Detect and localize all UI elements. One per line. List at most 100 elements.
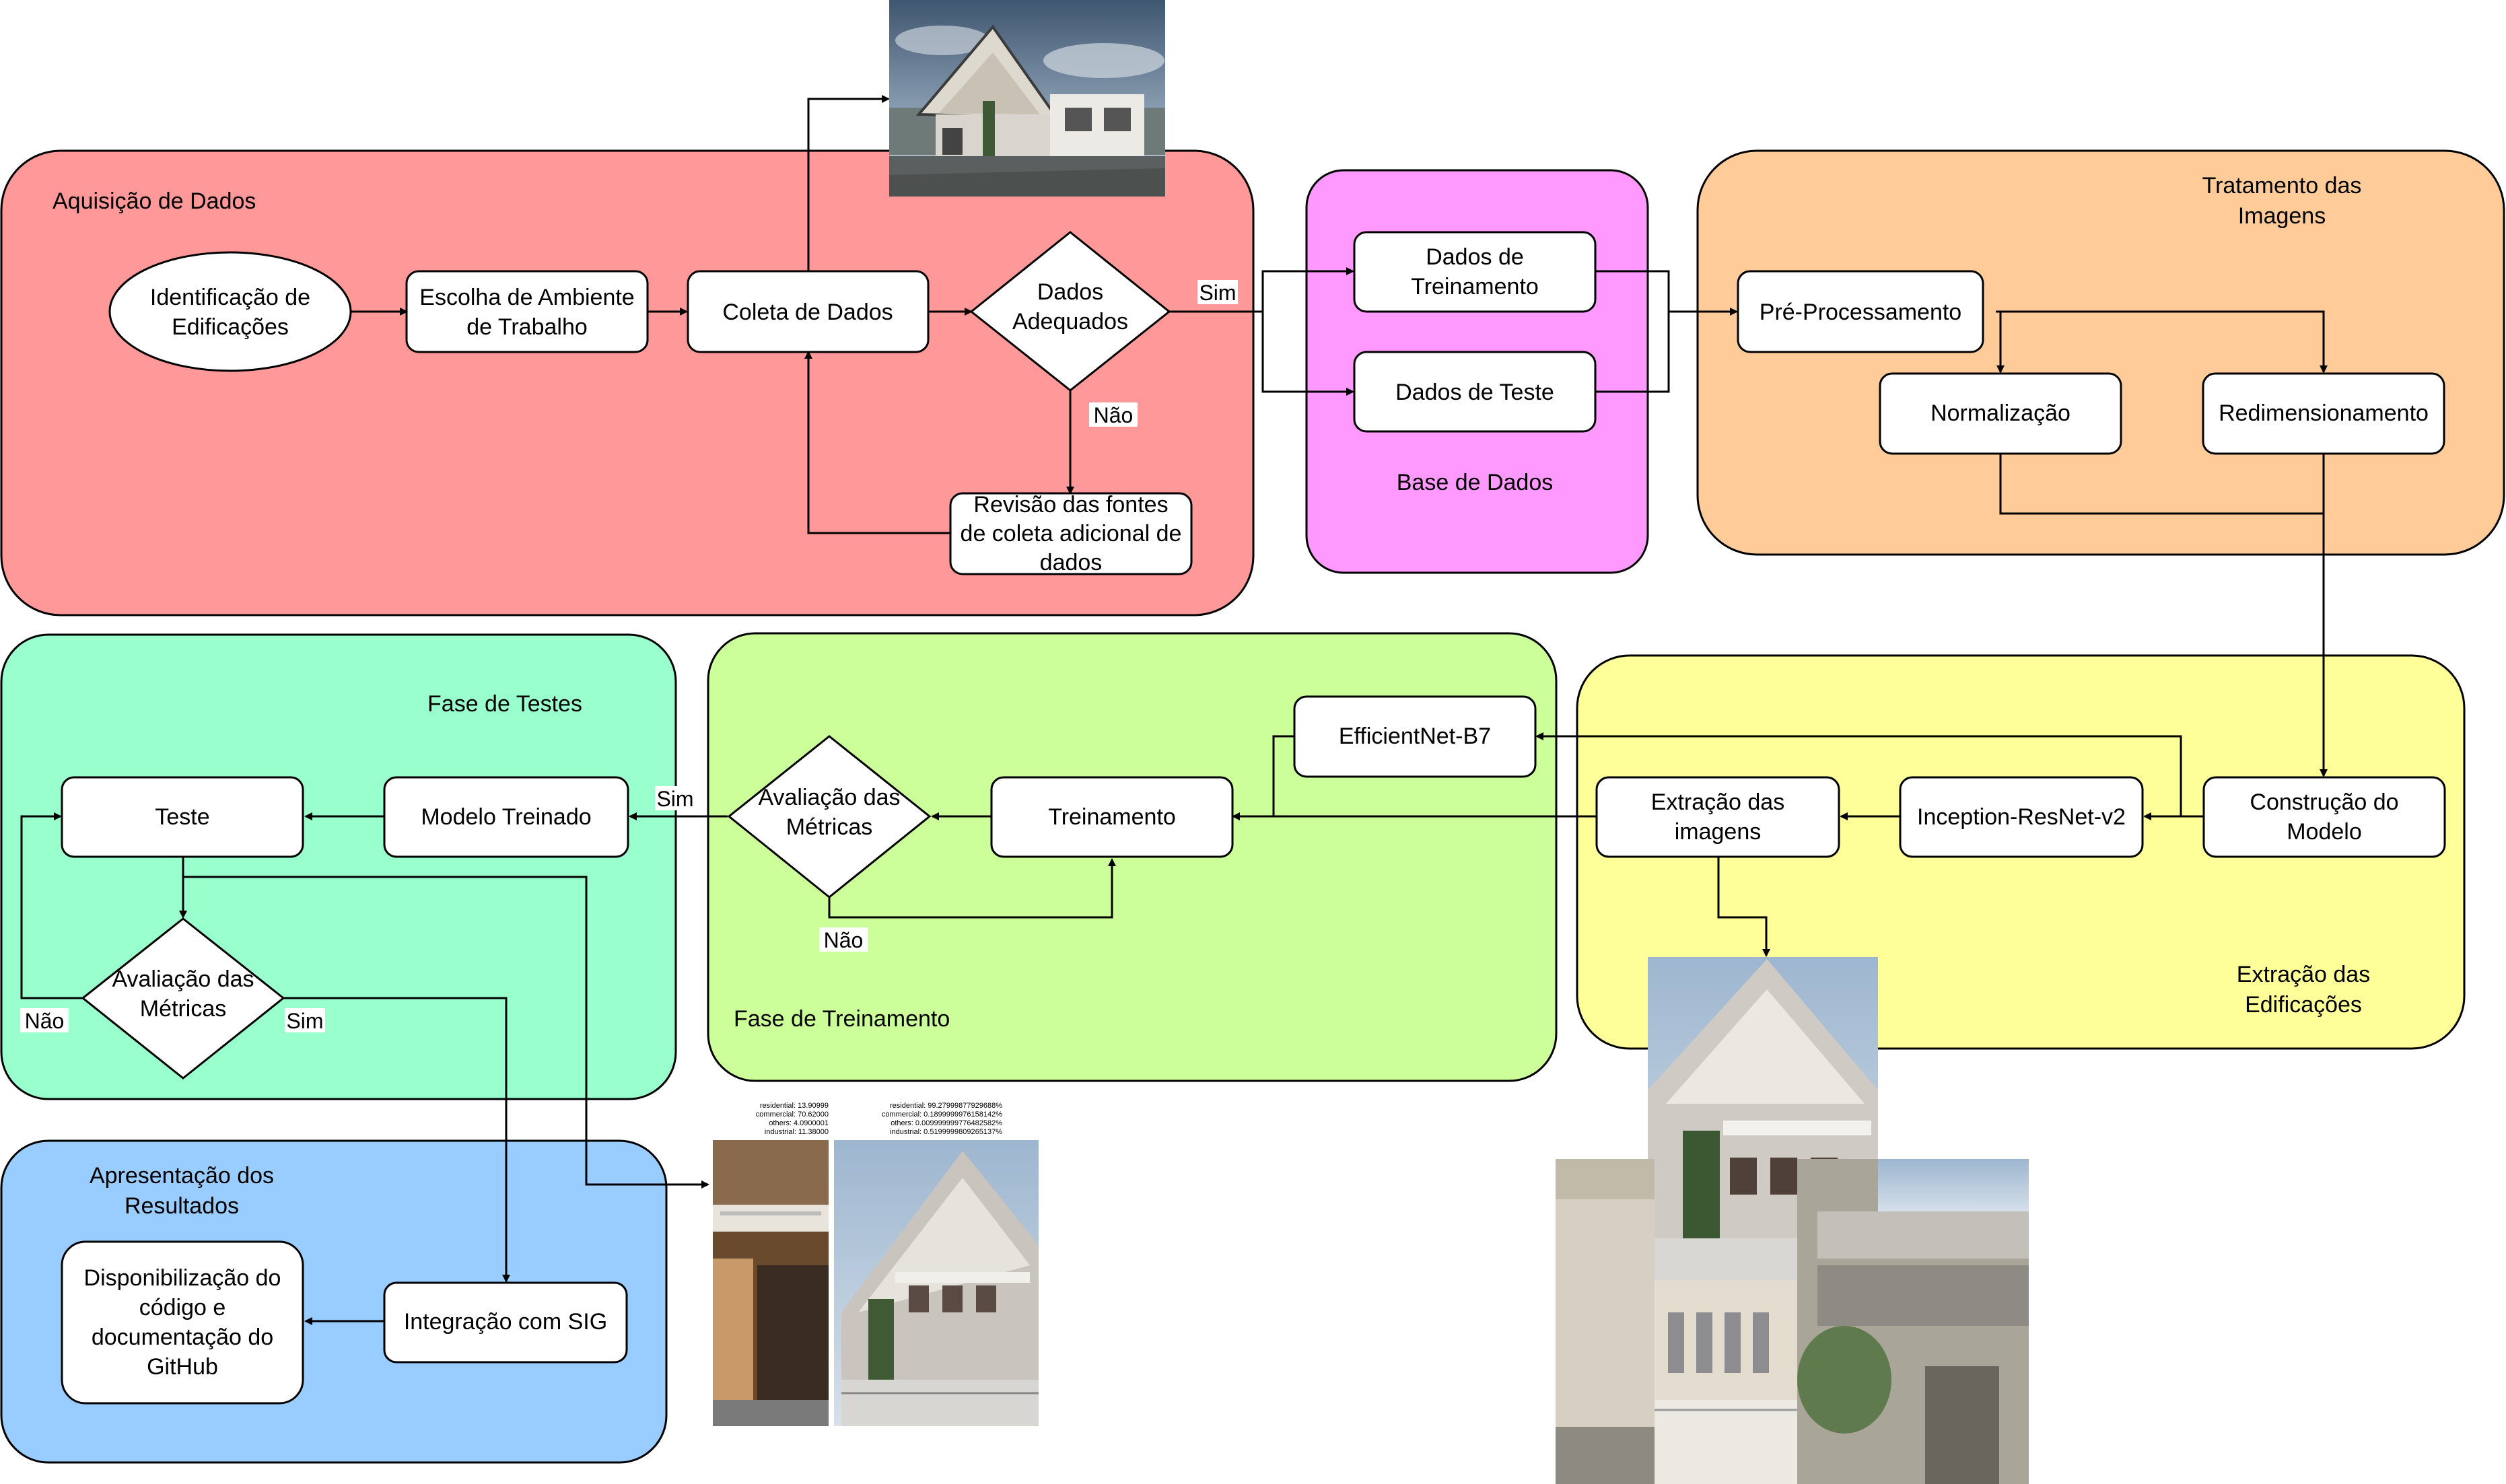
svg-text:Treinamento: Treinamento: [1411, 274, 1539, 299]
svg-text:Redimensionamento: Redimensionamento: [2219, 400, 2429, 426]
node-treinamento[interactable]: Treinamento: [990, 776, 1234, 858]
region-base-title: Base de Dados: [1397, 470, 1554, 495]
svg-text:EfficientNet-B7: EfficientNet-B7: [1339, 723, 1491, 749]
svg-text:Dados: Dados: [1037, 279, 1103, 305]
result-photo-left: residential: 13.90999 commercial: 70.620…: [713, 1102, 829, 1426]
prediction-left-others: others: 4.0900001: [769, 1119, 829, 1127]
node-dados-de-treinamento[interactable]: Dados de Treinamento: [1353, 231, 1597, 313]
svg-text:Treinamento: Treinamento: [1048, 804, 1176, 830]
region-aquisicao-title: Aquisição de Dados: [53, 188, 256, 214]
node-extracao-das-imagens[interactable]: Extração das imagens: [1595, 776, 1840, 858]
node-teste[interactable]: Teste: [61, 776, 304, 858]
node-identificacao-de-edificacoes[interactable]: Identificação de Edificações: [108, 251, 352, 372]
svg-text:Dados de: Dados de: [1426, 244, 1524, 270]
edge-coleta-foto: [807, 95, 890, 271]
svg-text:Construção do: Construção do: [2250, 789, 2398, 815]
node-redimensionamento[interactable]: Redimensionamento: [2202, 372, 2445, 455]
region-resultados-title-line1: Apresentação dos: [90, 1163, 274, 1189]
svg-text:Inception-ResNet-v2: Inception-ResNet-v2: [1917, 804, 2126, 830]
prediction-left-commercial: commercial: 70.62000: [756, 1110, 829, 1119]
svg-text:Dados de Teste: Dados de Teste: [1395, 380, 1554, 405]
prediction-right-commercial: commercial: 0.1899999976158142%: [882, 1110, 1002, 1119]
node-coleta-de-dados[interactable]: Coleta de Dados: [687, 270, 930, 353]
svg-text:de Trabalho: de Trabalho: [466, 314, 588, 340]
edge-label-nao-adequados: Não: [1094, 403, 1134, 427]
prediction-right-industrial: industrial: 0.5199999809265137%: [890, 1128, 1002, 1136]
node-efficientnet-b7[interactable]: EfficientNet-B7: [1293, 695, 1537, 778]
svg-text:Revisão das fontes: Revisão das fontes: [973, 492, 1168, 518]
region-testes-title: Fase de Testes: [427, 691, 582, 717]
svg-text:Pré-Processamento: Pré-Processamento: [1760, 299, 1961, 325]
region-fase-de-testes: Fase de Testes: [0, 633, 677, 1100]
result-photo-right: residential: 99.27999877929688% commerci…: [834, 1102, 1039, 1426]
prediction-right-others: others: 0.009999999776482582%: [891, 1119, 1002, 1127]
node-modelo-treinado[interactable]: Modelo Treinado: [383, 776, 629, 858]
prediction-right-residential: residential: 99.27999877929688%: [890, 1102, 1002, 1110]
edge-adequados-teste: [1261, 312, 1354, 396]
svg-text:Normalização: Normalização: [1930, 400, 2070, 426]
svg-text:Teste: Teste: [155, 804, 209, 830]
node-dados-de-teste[interactable]: Dados de Teste: [1353, 351, 1597, 433]
region-tratamento-title-line1: Tratamento das: [2202, 173, 2362, 199]
svg-text:código e: código e: [139, 1295, 226, 1320]
house-photo-top: [889, 0, 1165, 197]
edges: [20, 95, 2328, 1325]
node-pre-processamento[interactable]: Pré-Processamento: [1737, 270, 1984, 353]
edge-treinamento-pre: [1595, 270, 1738, 316]
edge-normalizacao-construcao: [1999, 454, 2324, 515]
region-treinamento-title: Fase de Treinamento: [734, 1006, 950, 1032]
svg-text:Métricas: Métricas: [786, 814, 872, 840]
edge-label-sim-treino: Sim: [656, 787, 693, 811]
svg-text:Integração com SIG: Integração com SIG: [404, 1309, 607, 1335]
node-avaliacao-das-metricas-treino[interactable]: Avaliação das Métricas: [727, 735, 932, 898]
edge-construcao-efficientnet: [1535, 732, 2182, 816]
node-revisao-das-fontes[interactable]: Revisão das fontes de coleta adicional d…: [949, 492, 1193, 575]
edge-label-sim-teste: Sim: [286, 1009, 323, 1033]
extracted-photo-middle: [1655, 1280, 1797, 1484]
edge-efficientnet-treinamento: [1272, 735, 1294, 816]
edge-teste-pre: [1595, 312, 1670, 393]
edge-avaliacao-teste-nao: [20, 812, 83, 999]
node-disponibilizacao[interactable]: Disponibilização do código e documentaçã…: [61, 1240, 304, 1405]
region-resultados-title-line2: Resultados: [125, 1193, 239, 1219]
svg-text:Avaliação das: Avaliação das: [758, 785, 900, 810]
svg-text:Adequados: Adequados: [1012, 309, 1128, 334]
edge-label-nao-teste: Não: [25, 1009, 65, 1033]
edge-pre-redimensionamento: [1996, 310, 2328, 374]
node-escolha-de-ambiente[interactable]: Escolha de Ambiente de Trabalho: [405, 270, 649, 353]
svg-text:Extração das: Extração das: [1651, 789, 1784, 815]
extracted-photo-left: [1556, 1159, 1655, 1484]
svg-text:Disponibilização do: Disponibilização do: [84, 1265, 281, 1291]
region-aquisicao-bg: [0, 149, 1255, 616]
svg-text:Modelo Treinado: Modelo Treinado: [421, 804, 591, 830]
edge-extracao-fotos: [1717, 857, 1770, 957]
svg-text:Identificação de: Identificação de: [150, 285, 310, 310]
svg-text:Edificações: Edificações: [172, 314, 289, 340]
svg-text:Escolha de Ambiente: Escolha de Ambiente: [419, 285, 634, 310]
svg-text:de coleta adicional de: de coleta adicional de: [961, 521, 1182, 546]
region-aquisicao-de-dados: Aquisição de Dados: [0, 149, 1255, 616]
node-construcao-do-modelo[interactable]: Construção do Modelo: [2202, 776, 2446, 858]
edge-teste-resultados: [183, 876, 709, 1189]
svg-text:documentação do: documentação do: [92, 1324, 273, 1350]
edge-adequados-treinamento: [1169, 267, 1354, 313]
svg-text:Modelo: Modelo: [2287, 819, 2362, 845]
svg-text:imagens: imagens: [1675, 819, 1762, 845]
region-extracao-title-line2: Edificações: [2245, 992, 2362, 1018]
edge-revisao-coleta: [804, 351, 950, 534]
node-dados-adequados[interactable]: Dados Adequados: [969, 231, 1171, 392]
node-integracao-com-sig[interactable]: Integração com SIG: [383, 1281, 628, 1364]
svg-text:Avaliação das: Avaliação das: [112, 966, 254, 992]
extracted-photo-right: [1797, 1159, 2029, 1484]
node-inception-resnet-v2[interactable]: Inception-ResNet-v2: [1899, 776, 2144, 858]
edge-labels: Sim Não Sim Não Não Sim: [20, 280, 1238, 1033]
svg-text:Coleta de Dados: Coleta de Dados: [722, 299, 893, 325]
svg-text:Métricas: Métricas: [140, 996, 226, 1022]
svg-text:GitHub: GitHub: [147, 1354, 218, 1380]
prediction-left-industrial: industrial: 11.38000: [765, 1128, 829, 1136]
edge-label-sim-adequados: Sim: [1199, 281, 1236, 305]
node-avaliacao-das-metricas-teste[interactable]: Avaliação das Métricas: [81, 917, 285, 1080]
edge-avaliacao-treinamento-nao: [828, 858, 1116, 919]
node-normalizacao[interactable]: Normalização: [1879, 372, 2122, 455]
